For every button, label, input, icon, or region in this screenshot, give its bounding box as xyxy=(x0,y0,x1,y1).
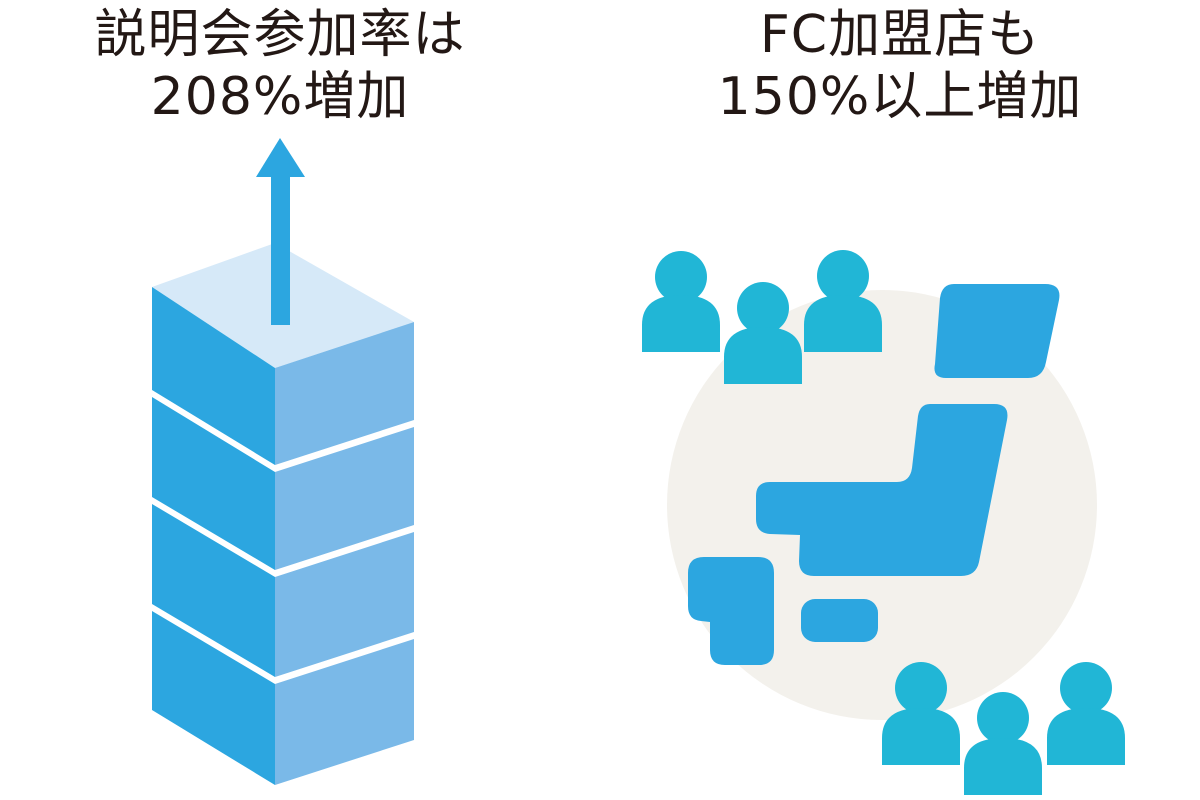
franchise-headline-line2: 150%以上増加 xyxy=(717,67,1083,127)
participation-headline-line1: 説明会参加率は xyxy=(94,5,466,65)
japan-map-icon xyxy=(688,284,1060,665)
block-front-2 xyxy=(152,397,275,570)
japan-map-illustration xyxy=(642,250,1125,795)
person-icon xyxy=(882,662,960,765)
map-hokkaido xyxy=(934,284,1060,378)
person-icon xyxy=(642,251,720,352)
block-side-4 xyxy=(275,639,414,785)
block-side-2 xyxy=(275,427,414,570)
person-icon xyxy=(964,692,1042,795)
participation-headline: 説明会参加率は 208%増加 xyxy=(0,4,560,128)
block-side-1 xyxy=(275,322,414,465)
map-kyushu xyxy=(688,557,774,665)
person-icon xyxy=(804,250,882,352)
map-honshu xyxy=(756,404,1008,576)
person-icon xyxy=(1047,662,1125,765)
franchise-headline-line1: FC加盟店も xyxy=(759,5,1041,65)
left-panel: 説明会参加率は 208%増加 xyxy=(0,0,560,800)
map-shikoku xyxy=(801,599,878,642)
block-front-3 xyxy=(152,504,275,677)
block-front-4 xyxy=(152,611,275,785)
block-side-3 xyxy=(275,532,414,677)
person-icon-group-bottom xyxy=(882,662,1125,795)
block-front-1 xyxy=(152,287,275,465)
right-panel: FC加盟店も 150%以上増加 xyxy=(600,0,1200,800)
up-arrow-icon xyxy=(256,138,305,325)
person-icon xyxy=(724,282,802,384)
person-icon-group-top xyxy=(642,250,882,384)
franchise-headline: FC加盟店も 150%以上増加 xyxy=(600,4,1200,128)
stacked-blocks-icon xyxy=(152,138,414,785)
participation-headline-line2: 208%増加 xyxy=(150,67,410,127)
